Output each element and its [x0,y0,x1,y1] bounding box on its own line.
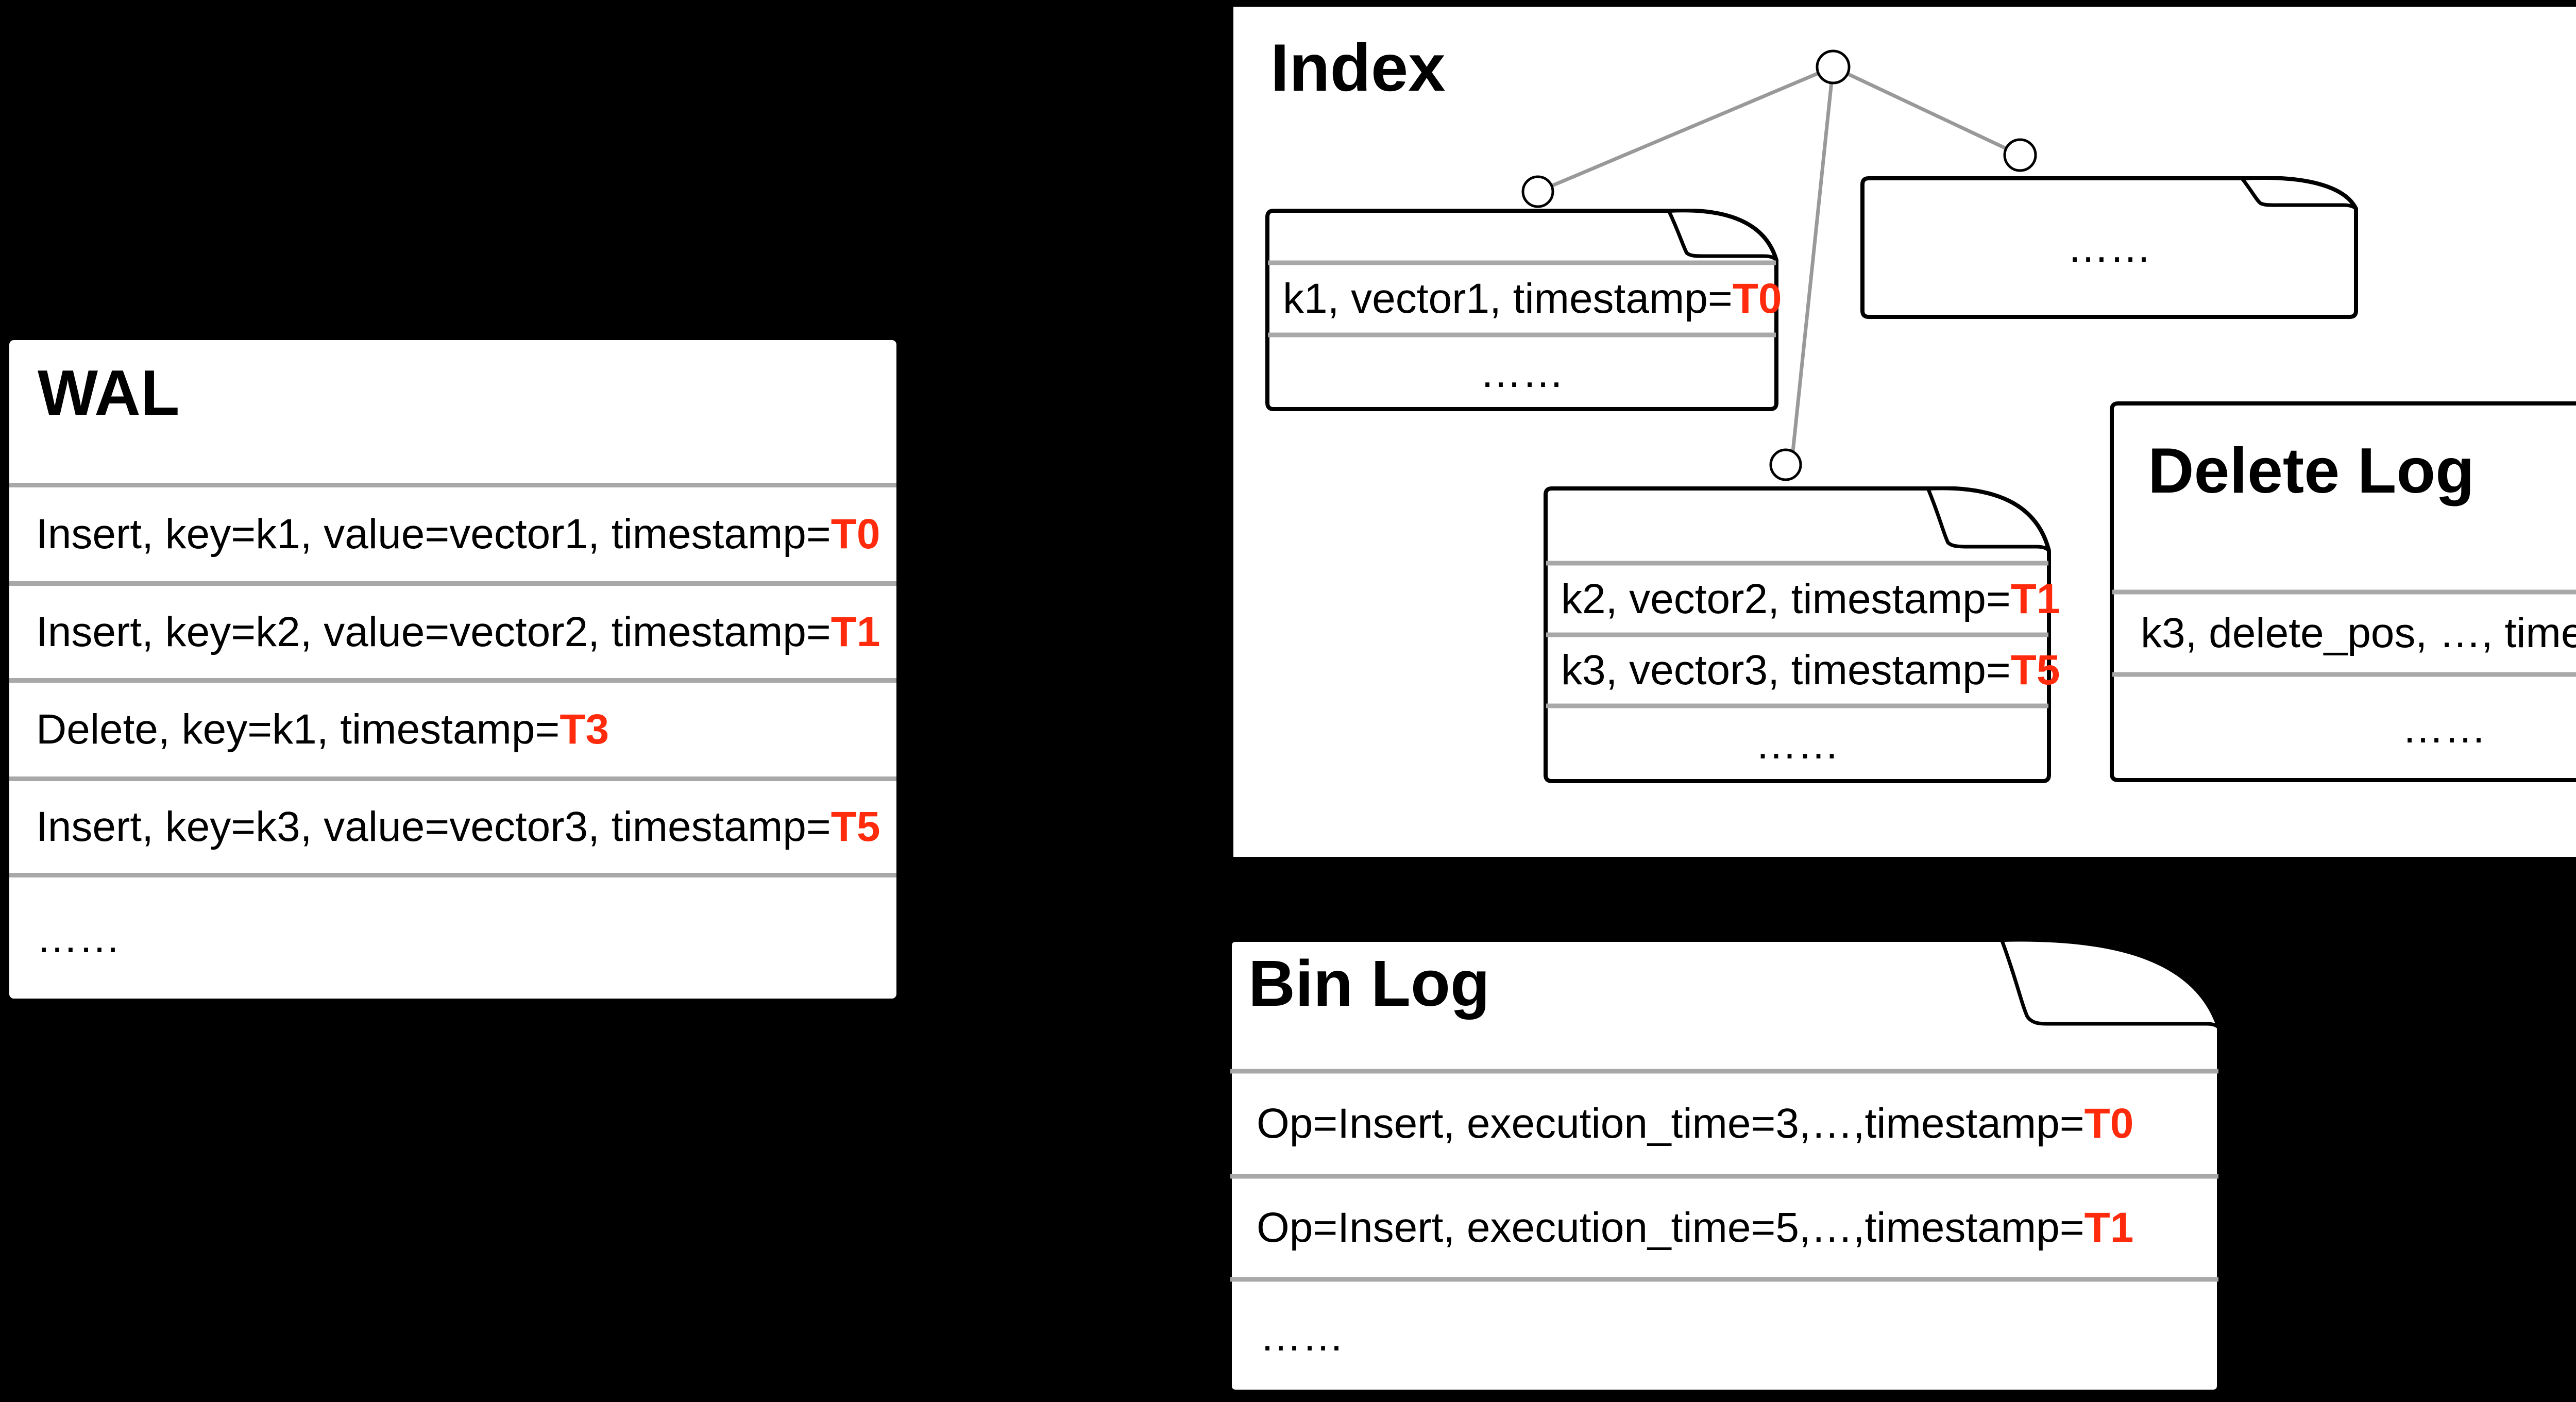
document-shape [1544,486,2051,783]
document-shape [2110,401,2576,782]
segment-row: k1, vector1, timestamp=T0 [1265,263,1782,335]
folded-corner-icon [1667,210,1778,262]
wal-row-text: Delete, key=k1, timestamp= [36,706,560,753]
bin-log-row: Op=Insert, execution_time=3,…,timestamp=… [1228,1071,2221,1176]
wal-separator [9,483,896,487]
ellipsis-text: …… [1260,1313,1344,1360]
document-shape [1860,176,2358,319]
index-segment-k1: k1, vector1, timestamp=T0 …… [1265,209,1782,411]
ellipsis-text: …… [1480,349,1564,396]
wal-row-text: Insert, key=k2, value=vector2, timestamp… [36,608,831,655]
delete-log-ellipsis-row: …… [2110,674,2576,782]
folded-corner-icon [2241,177,2358,211]
bin-log-box: Bin Log Op=Insert, execution_time=3,…,ti… [1228,938,2221,1394]
bin-log-title: Bin Log [1248,947,1490,1020]
segment-row-timestamp: T0 [1732,275,1782,322]
wal-title: WAL [38,358,180,429]
document-outline [1860,176,2358,319]
wal-separator [9,873,896,877]
segment-row-timestamp: T1 [2010,575,2060,622]
wal-row-text: Insert, key=k1, value=vector1, timestamp… [36,511,831,558]
wal-row: Delete, key=k1, timestamp=T3 [9,683,896,776]
segment-row-text: k1, vector1, timestamp= [1283,275,1733,322]
document-outline [1265,209,1778,411]
folded-corner-icon [1926,487,2051,553]
segment-row: k2, vector2, timestamp=T1 [1544,563,2060,635]
wal-row-timestamp: T5 [831,803,880,850]
wal-separator [9,776,896,781]
document-shape [1228,938,2221,1394]
wal-row: Insert, key=k2, value=vector2, timestamp… [9,586,896,678]
segment-ellipsis-row: …… [1265,335,1778,411]
segment-row-timestamp: T5 [2010,647,2060,694]
segment-ellipsis-row: …… [1860,176,2358,319]
wal-row-timestamp: T1 [831,608,880,655]
delete-log-box: Delete Log k3, delete_pos, …, timestamp=… [2110,401,2576,782]
bin-log-ellipsis-row: …… [1228,1279,2221,1394]
wal-ellipsis-row: …… [9,877,896,999]
bin-log-row: Op=Insert, execution_time=5,…,timestamp=… [1228,1176,2221,1279]
wal-separator [9,581,896,586]
ellipsis-text: …… [1755,721,1840,768]
bin-log-row-text: Op=Insert, execution_time=3,…,timestamp= [1257,1100,2084,1147]
index-segment-more: …… [1860,176,2358,319]
bin-log-row-timestamp: T0 [2084,1100,2134,1147]
folded-corner-icon [2000,939,2221,1030]
delete-log-title: Delete Log [2148,435,2475,506]
segment-row-text: k3, vector3, timestamp= [1561,647,2011,694]
segment-ellipsis-row: …… [1544,706,2051,783]
wal-row-timestamp: T0 [831,511,880,558]
bin-log-row-text: Op=Insert, execution_time=5,…,timestamp= [1257,1204,2084,1251]
delete-log-row-text: k3, delete_pos, …, timestamp= [2141,610,2576,656]
wal-row-timestamp: T3 [560,706,609,753]
index-segment-k2k3: k2, vector2, timestamp=T1 k3, vector3, t… [1544,486,2060,783]
segment-row-text: k2, vector2, timestamp= [1561,575,2011,622]
segment-row: k3, vector3, timestamp=T5 [1544,635,2060,706]
wal-row: Insert, key=k3, value=vector3, timestamp… [9,781,896,873]
ellipsis-text: …… [2402,704,2486,752]
wal-separator [9,678,896,683]
ellipsis-text: …… [36,914,121,961]
wal-row-text: Insert, key=k3, value=vector3, timestamp… [36,803,831,850]
ellipsis-text: …… [2067,224,2151,271]
document-shape [1265,209,1778,411]
delete-log-row: k3, delete_pos, …, timestamp=T3 [2110,592,2576,674]
wal-box: WAL Insert, key=k1, value=vector1, times… [6,336,900,1002]
wal-row: Insert, key=k1, value=vector1, timestamp… [9,487,896,581]
index-title: Index [1270,30,1446,105]
bin-log-row-timestamp: T1 [2084,1204,2134,1251]
